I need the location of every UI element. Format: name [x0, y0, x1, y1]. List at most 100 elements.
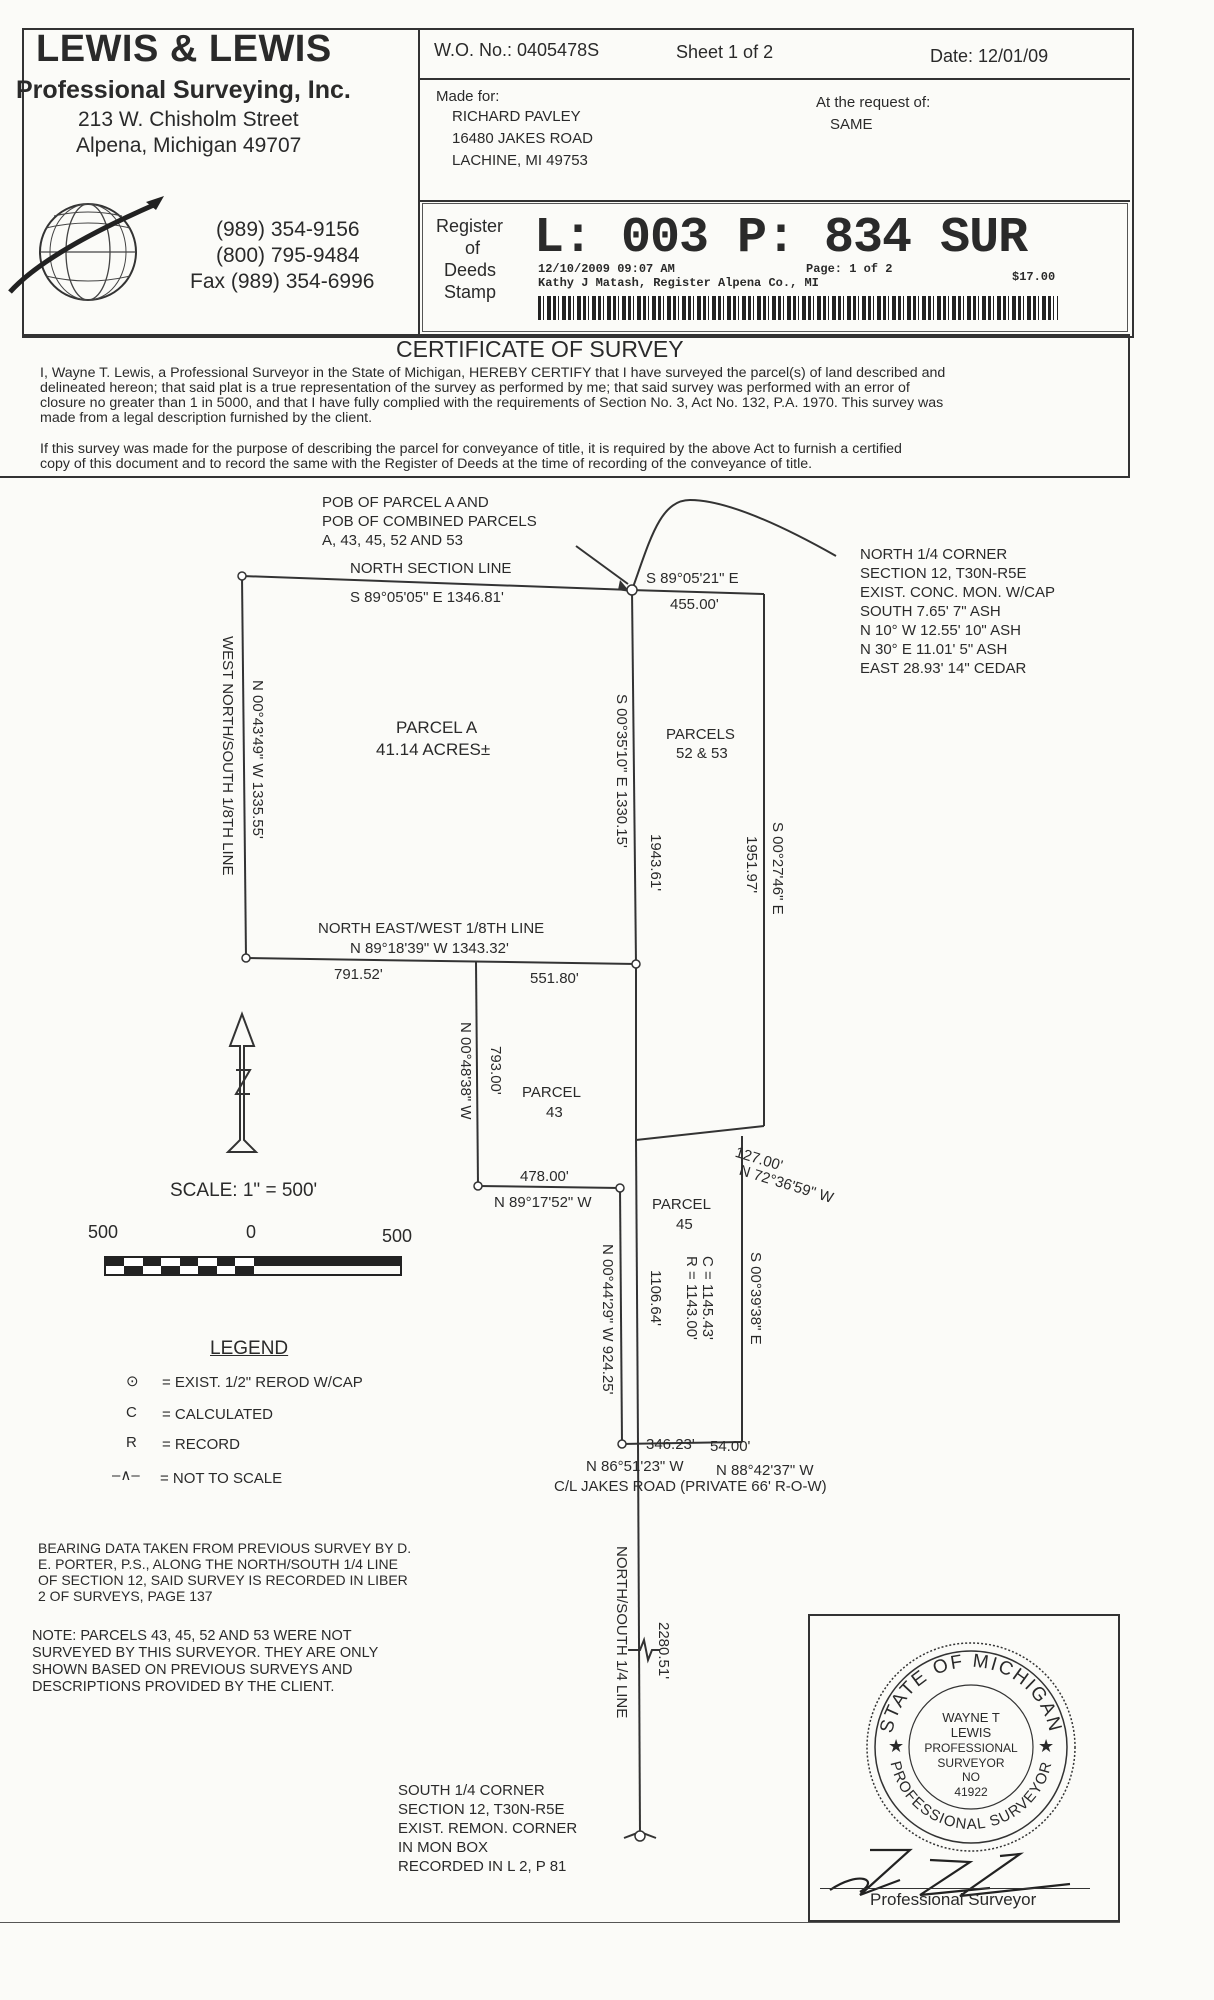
south-quarter-2: SECTION 12, T30N-R5E [398, 1801, 565, 1818]
parcel-43-south-bearing: N 89°17'52" W [494, 1194, 592, 1211]
sheet-number: Sheet 1 of 2 [676, 42, 774, 62]
scale-mid: 0 [246, 1222, 257, 1242]
certificate-paragraph-1: I, Wayne T. Lewis, a Professional Survey… [40, 366, 945, 426]
legend-symbol-not-to-scale: –∧– [112, 1467, 140, 1484]
recording-stamp-time: 12/10/2009 09:07 AM [538, 262, 675, 276]
pob-label-2: POB OF COMBINED PARCELS [322, 513, 537, 530]
certificate-bottom-rule [0, 476, 1130, 478]
corner-rerod [617, 1439, 627, 1449]
parcel-43-label: PARCEL [522, 1084, 581, 1101]
north-quarter-2: SECTION 12, T30N-R5E [860, 565, 1027, 582]
north-quarter-3: EXIST. CONC. MON. W/CAP [860, 584, 1056, 601]
header-frame [22, 28, 1134, 338]
parcels-note: NOTE: PARCELS 43, 45, 52 AND 53 WERE NOT… [32, 1628, 378, 1696]
register-label-3: Deeds [444, 260, 497, 280]
curve-chord: C = 1145.43' [699, 1256, 716, 1340]
bearing-note-line: BEARING DATA TAKEN FROM PREVIOUS SURVEY … [38, 1540, 412, 1556]
surveyor-seal: STATE OF MICHIGAN PROFESSIONAL SURVEYOR … [866, 1642, 1076, 1852]
bearing-86: N 86°51'23" W [586, 1458, 684, 1475]
bearing-note: BEARING DATA TAKEN FROM PREVIOUS SURVEY … [38, 1540, 411, 1604]
west-bearing: N 00°43'49" W 1335.55' [249, 680, 266, 839]
parcels-52-53-label: PARCELS [666, 726, 735, 743]
header-row2-divider [418, 200, 1130, 202]
west-line [241, 575, 247, 959]
ns-quarter-line [637, 1443, 641, 1837]
north-arrow-icon [225, 1011, 259, 1153]
parcel-45-label: PARCEL [652, 1196, 711, 1213]
register-label-4: Stamp [444, 282, 497, 302]
certificate-frame [22, 334, 1130, 336]
corner-rerod [634, 1830, 646, 1842]
request-value: SAME [830, 116, 873, 133]
bearing-note-line: 2 OF SURVEYS, PAGE 137 [38, 1588, 213, 1604]
parcel-52-north [631, 589, 765, 595]
company-city: Alpena, Michigan 49707 [76, 134, 302, 157]
seal-number: 41922 [954, 1785, 988, 1799]
parcel-a-area: 41.14 ACRES± [376, 740, 491, 759]
dist-1943: 1943.61' [647, 834, 664, 892]
header-row1-divider [418, 78, 1130, 80]
seal-line-3: PROFESSIONAL [924, 1741, 1018, 1755]
north-quarter-7: EAST 28.93' 14" CEDAR [860, 660, 1027, 677]
recording-stamp-big: L: 003 P: 834 SUR [534, 210, 1028, 267]
certificate-paragraph-2: If this survey was made for the purpose … [40, 442, 902, 472]
parcels-note-line: NOTE: PARCELS 43, 45, 52 AND 53 WERE NOT [32, 1628, 352, 1644]
seal-name-2: LEWIS [951, 1725, 992, 1740]
client-street: 16480 JAKES ROAD [452, 130, 593, 147]
made-for-label: Made for: [436, 88, 500, 105]
work-order-number: W.O. No.: 0405478S [434, 40, 600, 60]
client-name: RICHARD PAVLEY [452, 108, 581, 125]
scale-left: 500 [88, 1222, 119, 1242]
page-bottom-rule [0, 1922, 1120, 1923]
surveyor-signature [829, 1848, 1071, 1898]
mid-bearing: S 00°35'10" E 1330.15' [613, 694, 630, 848]
dist-478: 478.00' [520, 1168, 569, 1185]
bearing-note-line: OF SECTION 12, SAID SURVEY IS RECORDED I… [38, 1572, 408, 1588]
parcel-45-east-bearing: S 00°39'38" E [747, 1252, 764, 1345]
cert-line: If this survey was made for the purpose … [40, 441, 902, 457]
ne-eighth-line [245, 957, 637, 965]
jakes-road-line [621, 1441, 743, 1445]
north-quarter-1: NORTH 1/4 CORNER [860, 546, 1008, 563]
cert-line: copy of this document and to record the … [40, 456, 813, 472]
dist-1106: 1106.64' [647, 1270, 664, 1326]
parcels-note-line: DESCRIPTIONS PROVIDED BY THE CLIENT. [32, 1679, 335, 1695]
parcel-a-label: PARCEL A [396, 718, 478, 737]
parcel-a-east-line [631, 589, 637, 965]
legend-text-not-to-scale: = NOT TO SCALE [160, 1470, 283, 1487]
parcel-43-west-bearing: N 00°48'38" W [457, 1022, 474, 1120]
legend-text-calculated: = CALCULATED [162, 1406, 274, 1423]
dist-793: 793.00' [487, 1046, 504, 1095]
north-quarter-4: SOUTH 7.65' 7" ASH [860, 603, 1001, 620]
north-section-line-label: NORTH SECTION LINE [350, 560, 512, 577]
ns-quarter-line-label: NORTH/SOUTH 1/4 LINE [613, 1546, 630, 1719]
south-quarter-1: SOUTH 1/4 CORNER [398, 1782, 545, 1799]
seal-box [808, 1614, 1120, 1922]
dist-791: 791.52' [334, 966, 383, 983]
company-phone2: (800) 795-9484 [216, 244, 360, 267]
west-line-label: WEST NORTH/SOUTH 1/8TH LINE [219, 636, 236, 876]
parcel-52-south [635, 1125, 765, 1141]
parcel-45-west-bearing: N 00°44'29" W 924.25' [599, 1244, 616, 1395]
dist-346: 346.23' [646, 1436, 695, 1453]
seal-caption: Professional Surveyor [870, 1890, 1037, 1909]
ne-bearing: S 89°05'21" E [646, 570, 739, 587]
south-bearing-a: N 89°18'39" W 1343.32' [350, 940, 509, 957]
dist-54: 54.00' [710, 1438, 751, 1455]
register-label-2: of [465, 238, 481, 258]
dist-455: 455.00' [670, 596, 719, 613]
legend-text-rerod: = EXIST. 1/2" REROD W/CAP [162, 1374, 363, 1391]
parcel-43-west [475, 961, 479, 1187]
register-label-1: Register [436, 216, 504, 236]
corner-rerod [241, 953, 251, 963]
request-label: At the request of: [816, 94, 931, 111]
legend-symbol-record: R [126, 1434, 137, 1451]
cert-line: delineated hereon; that said plat is a t… [40, 380, 910, 396]
scale-label: SCALE: 1" = 500' [170, 1180, 318, 1201]
company-fax: Fax (989) 354-6996 [190, 270, 375, 293]
bearing-note-line: E. PORTER, P.S., ALONG THE NORTH/SOUTH 1… [38, 1556, 398, 1572]
north-quarter-6: N 30° E 11.01' 5" ASH [860, 641, 1008, 658]
legend-text-record: = RECORD [162, 1436, 240, 1453]
parcels-52-53-label-b: 52 & 53 [676, 745, 728, 762]
